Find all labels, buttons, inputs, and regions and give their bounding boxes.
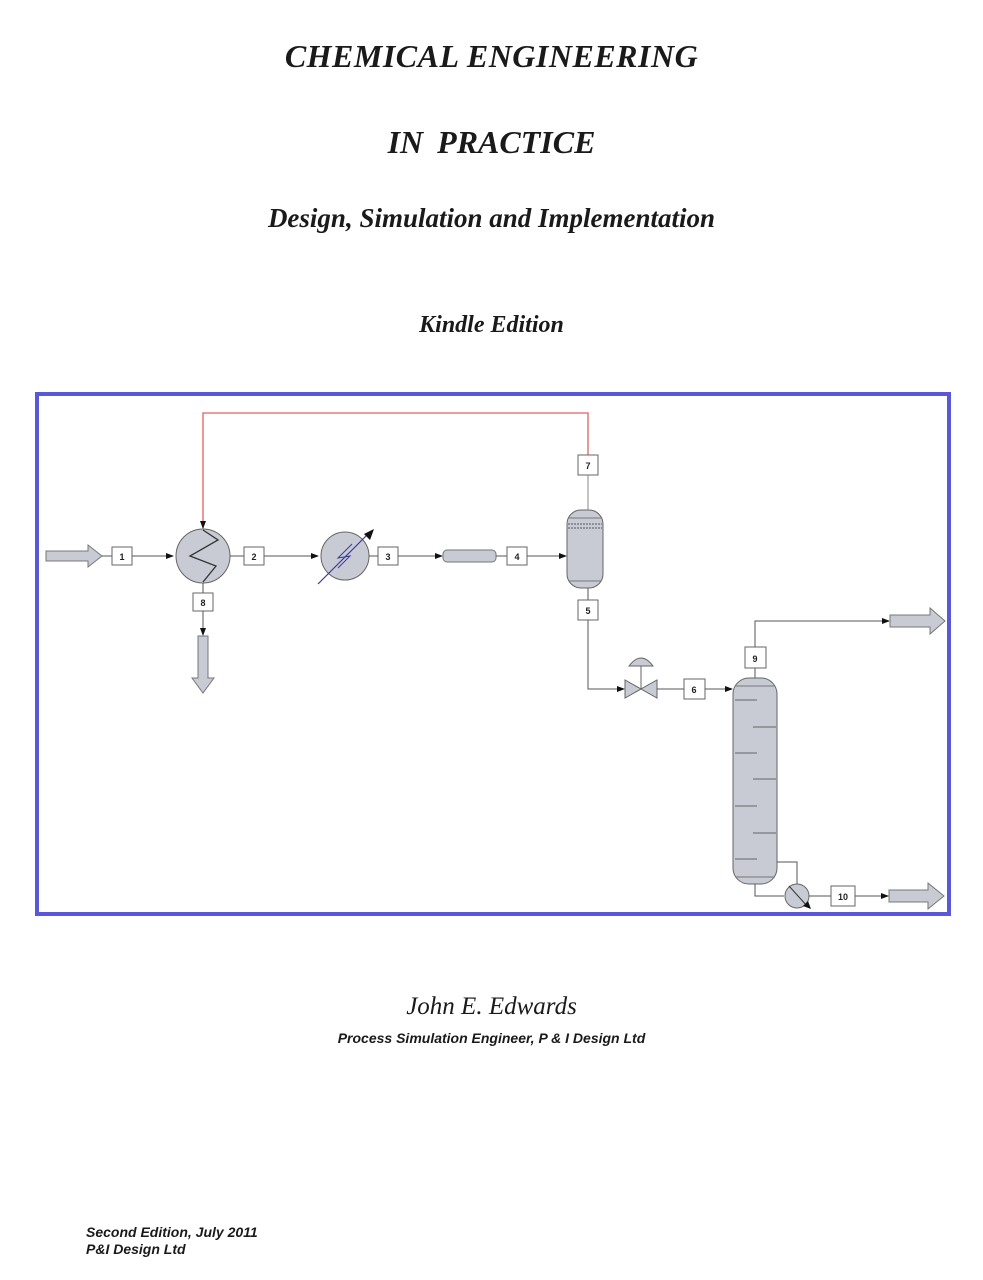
publisher: P&I Design Ltd	[86, 1241, 186, 1257]
exchanger-outlet-arrow-icon	[191, 635, 215, 694]
process-flow-diagram: 1 8 2 3 4	[35, 392, 951, 916]
title-line-2: IN PRACTICE	[387, 124, 596, 160]
heat-exchanger-icon	[175, 528, 231, 584]
stream-label-8: 8	[200, 598, 205, 608]
stream-label-4: 4	[514, 552, 519, 562]
stream-label-5: 5	[585, 606, 590, 616]
author-name: John E. Edwards	[406, 993, 577, 1020]
stream-label-6: 6	[691, 685, 696, 695]
stream-label-1: 1	[119, 552, 124, 562]
title-line-1: CHEMICAL ENGINEERING	[284, 38, 699, 74]
stream-label-7: 7	[585, 461, 590, 471]
recycle-line	[200, 412, 589, 529]
edition-date: Second Edition, July 2011	[86, 1224, 258, 1240]
feed-arrow-icon	[45, 543, 103, 569]
reactor-pipe-icon	[442, 549, 497, 563]
author-role: Process Simulation Engineer, P & I Desig…	[337, 1030, 646, 1046]
reboiler-icon	[784, 883, 811, 909]
distillation-column-icon	[732, 677, 778, 885]
stream-label-3: 3	[385, 552, 390, 562]
flash-separator-icon	[566, 509, 604, 589]
overhead-product-arrow-icon	[889, 606, 946, 636]
heater-icon	[317, 529, 374, 585]
publication-info: Second Edition, July 2011 P&I Design Ltd	[86, 1224, 258, 1258]
bottoms-product-arrow-icon	[888, 881, 945, 911]
control-valve-icon	[624, 657, 658, 699]
stream-label-2: 2	[251, 552, 256, 562]
stream-label-10: 10	[838, 892, 848, 902]
subtitle: Design, Simulation and Implementation	[267, 203, 716, 233]
stream-label-9: 9	[752, 654, 757, 664]
edition-label: Kindle Edition	[419, 312, 564, 338]
